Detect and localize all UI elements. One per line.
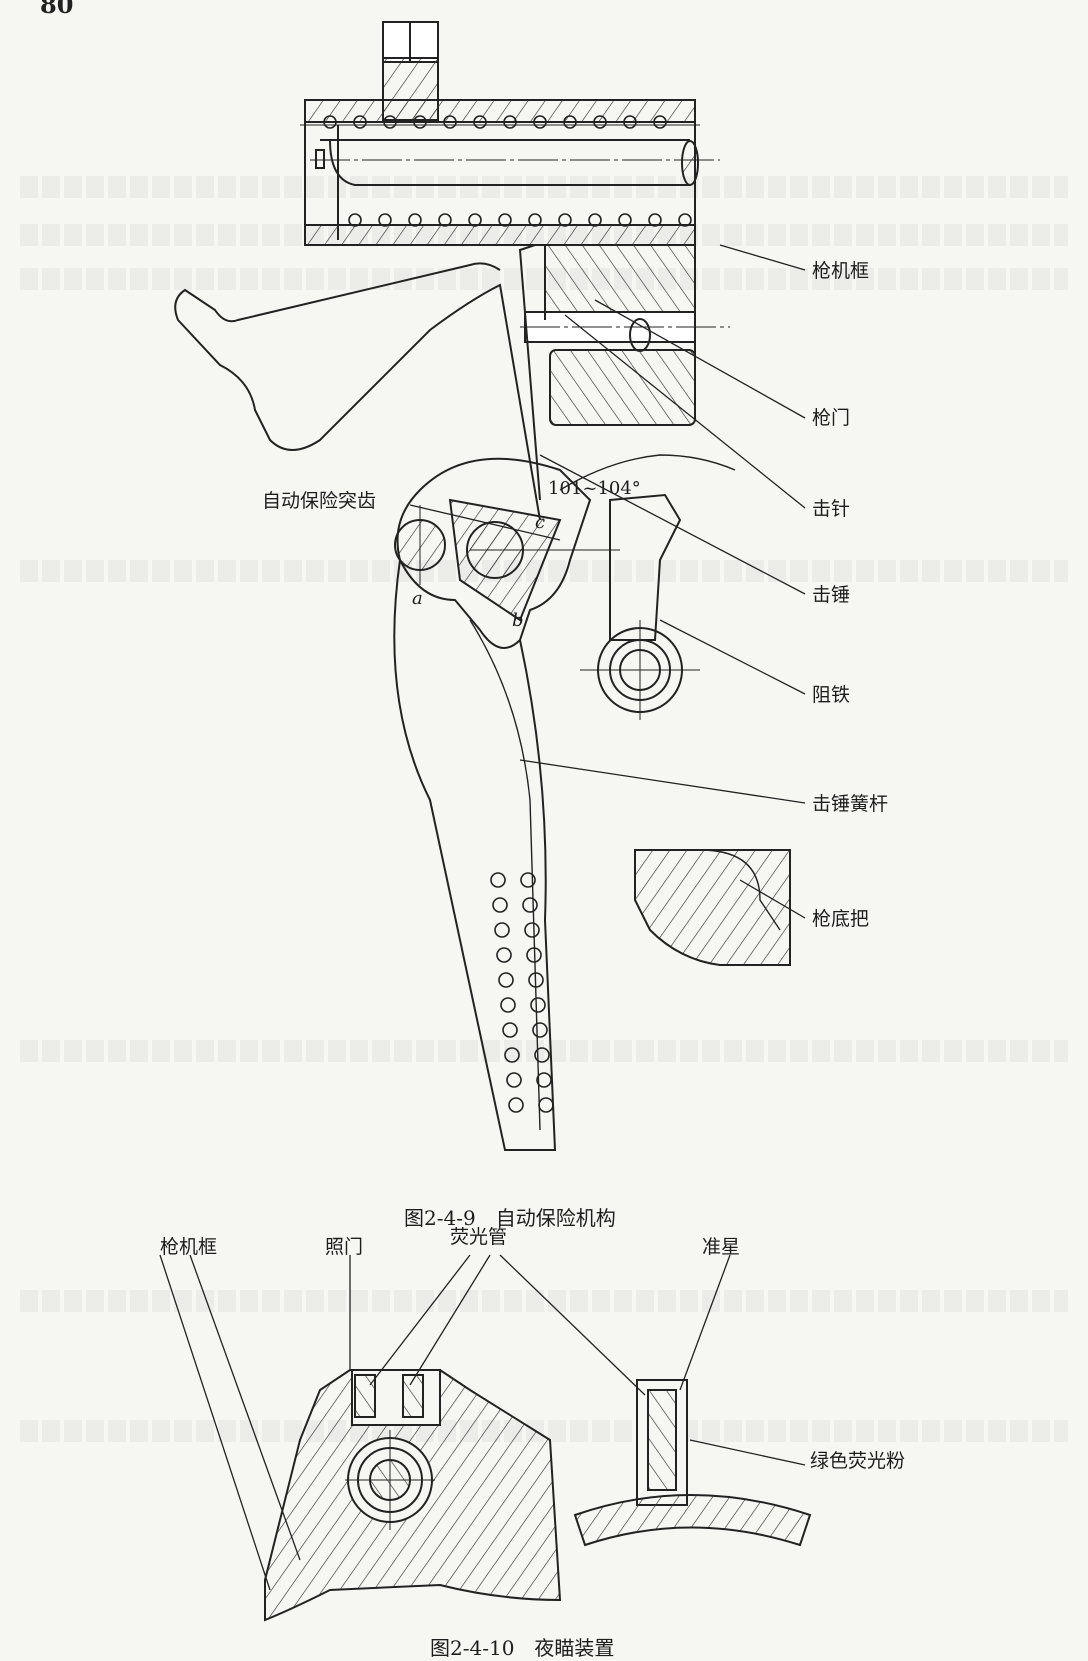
show-through-text <box>20 176 1068 198</box>
label-hammer-spring-rod: 击锤簧杆 <box>812 793 889 815</box>
label-slide-frame: 枪机框 <box>812 260 870 282</box>
label-hammer: 击锤 <box>812 584 851 606</box>
grip-frame-part <box>634 849 791 966</box>
front-sight-section <box>499 1254 812 1547</box>
label-sear: 阻铁 <box>812 684 851 706</box>
label-fluorescent-tube: 荧光管 <box>450 1226 508 1248</box>
show-through-text <box>20 1290 1068 1312</box>
show-through-text <box>20 1040 1068 1062</box>
trigger-lever <box>174 244 546 521</box>
label-point-a: a <box>412 588 423 609</box>
leader-lines <box>409 244 806 919</box>
frame-body <box>393 559 557 1151</box>
recoil-spring-coils <box>323 115 692 227</box>
label-bolt: 枪门 <box>812 407 851 429</box>
page-number: 80 <box>40 0 74 19</box>
label-angle: 101~104° <box>548 478 641 499</box>
label-green-phosphor: 绿色荧光粉 <box>810 1450 906 1472</box>
hammer-spring-coils <box>490 872 554 1113</box>
figure-caption-2: 图2-4-10 夜瞄装置 <box>430 1636 615 1660</box>
show-through-text <box>20 560 1068 582</box>
label-point-c: c <box>535 512 546 533</box>
label-grip-frame: 枪底把 <box>812 908 870 930</box>
show-through-text <box>20 1420 1068 1442</box>
label-auto-safety-tooth: 自动保险突齿 <box>262 490 377 512</box>
figure-caption-1: 图2-4-9 自动保险机构 <box>404 1206 616 1230</box>
label-point-b: b <box>512 610 524 631</box>
label-slide-frame-2: 枪机框 <box>160 1236 218 1258</box>
label-front-sight: 准星 <box>702 1236 741 1258</box>
rear-sight-section <box>159 1254 562 1622</box>
slide-frame-part <box>300 21 730 426</box>
label-firing-pin: 击针 <box>812 498 851 520</box>
label-rear-sight: 照门 <box>325 1236 364 1258</box>
sear-part <box>609 493 682 641</box>
